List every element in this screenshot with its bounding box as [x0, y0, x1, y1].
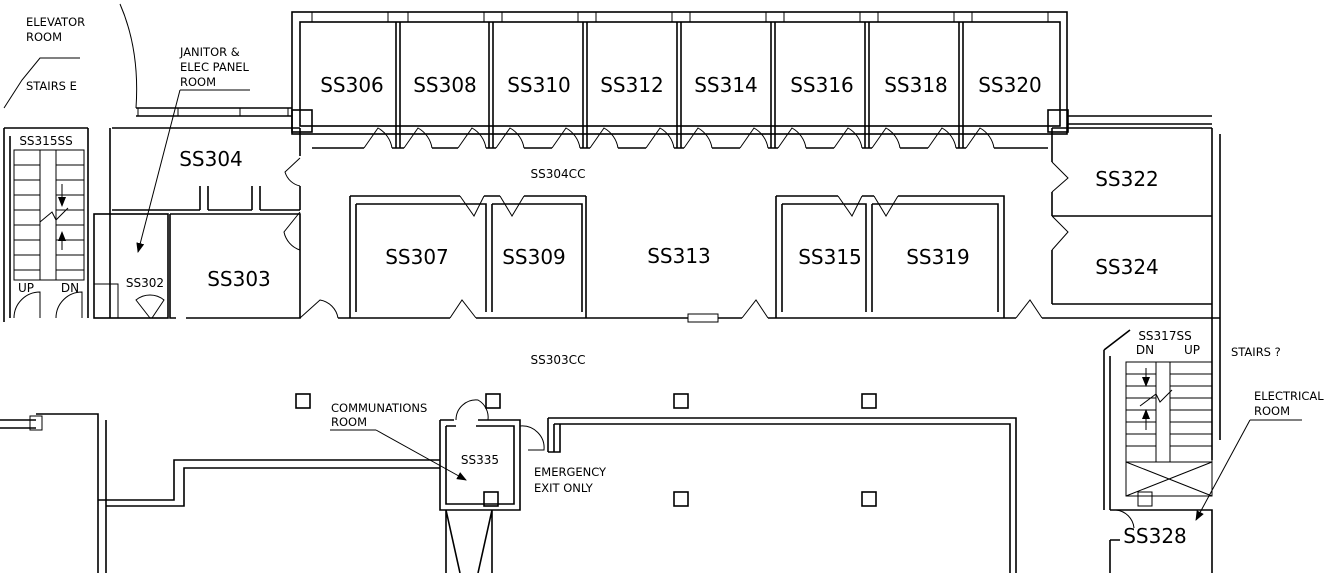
stairs-west-dn: DN: [61, 281, 79, 295]
annotations: ELEVATOR ROOM STAIRS E JANITOR & ELEC PA…: [26, 15, 1324, 495]
lower-area: [0, 393, 1017, 573]
room-ss308: SS308: [413, 73, 477, 97]
room-ss310: SS310: [507, 73, 571, 97]
note-communications-line1: COMMUNATIONS: [331, 401, 427, 415]
room-ss315: SS315: [798, 245, 862, 269]
note-emergency-line1: EMERGENCY: [534, 465, 607, 479]
room-ss312: SS312: [600, 73, 664, 97]
stairs-east-dn: DN: [1136, 343, 1154, 357]
north-offices: [291, 11, 1069, 149]
stair-labels: SS315SS UP DN SS317SS DN UP: [18, 134, 1200, 357]
note-janitor-line2: ELEC PANEL: [180, 60, 250, 74]
room-ss307: SS307: [385, 245, 449, 269]
room-ss313: SS313: [647, 244, 711, 268]
room-ss324: SS324: [1095, 255, 1159, 279]
room-ss303: SS303: [207, 267, 271, 291]
stairs-west-id: SS315SS: [19, 134, 72, 148]
room-ss335: SS335: [461, 453, 499, 467]
note-elevator-line1: ELEVATOR: [26, 15, 85, 29]
room-ss320: SS320: [978, 73, 1042, 97]
note-stairs-e: STAIRS E: [26, 79, 77, 93]
room-labels: SS306 SS308 SS310 SS312 SS314 SS316 SS31…: [126, 73, 1187, 548]
stairs-west-up: UP: [18, 281, 34, 295]
corridor-ss303cc: SS303CC: [531, 353, 586, 367]
note-janitor-line1: JANITOR &: [179, 45, 240, 59]
room-ss302: SS302: [126, 276, 164, 290]
room-ss309: SS309: [502, 245, 566, 269]
room-ss304: SS304: [179, 147, 243, 171]
room-ss306: SS306: [320, 73, 384, 97]
room-ss322: SS322: [1095, 167, 1159, 191]
note-electrical-line1: ELECTRICAL: [1254, 389, 1324, 403]
room-ss328: SS328: [1123, 524, 1187, 548]
note-stairs-q: STAIRS ?: [1231, 345, 1281, 359]
note-electrical-line2: ROOM: [1254, 404, 1290, 418]
note-emergency-line2: EXIT ONLY: [534, 481, 594, 495]
central-rooms: [338, 195, 1220, 323]
room-ss319: SS319: [906, 245, 970, 269]
note-janitor-line3: ROOM: [180, 75, 216, 89]
east-wing: [1051, 115, 1221, 573]
room-ss316: SS316: [790, 73, 854, 97]
corridor-ss304cc: SS304CC: [531, 167, 586, 181]
stairs-east-id: SS317SS: [1138, 329, 1191, 343]
note-elevator-line2: ROOM: [26, 30, 62, 44]
leader-lines: [136, 89, 1302, 521]
room-ss314: SS314: [694, 73, 758, 97]
note-communications-line2: ROOM: [331, 415, 367, 429]
room-ss318: SS318: [884, 73, 948, 97]
stairs-east-up: UP: [1184, 343, 1200, 357]
west-wing: [3, 3, 339, 322]
